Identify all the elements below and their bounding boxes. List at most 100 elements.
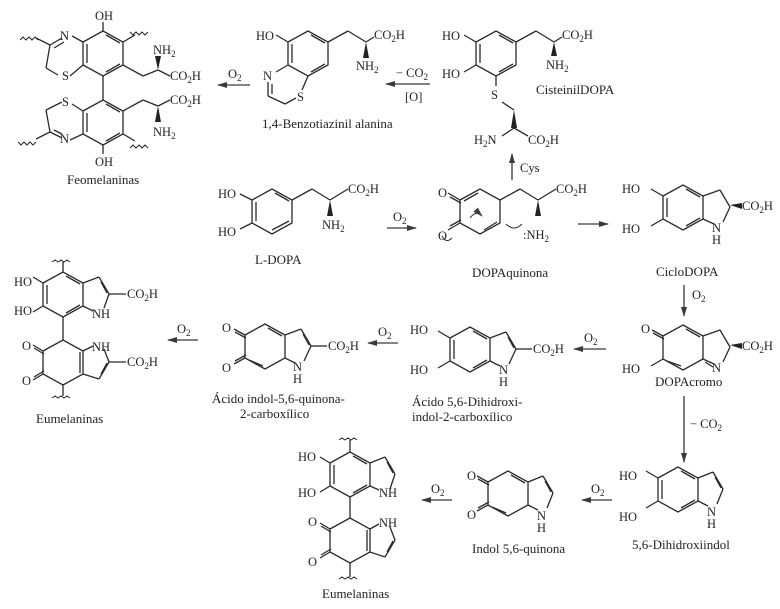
atom-n: N <box>712 221 721 235</box>
subscript: 2 <box>340 224 345 234</box>
atom-nh: NH <box>92 340 110 354</box>
atom-co: CO <box>348 182 365 196</box>
dopaquinona-structure: O O CO2H :NH2 <box>438 182 587 244</box>
svg-text:CO2H: CO2H <box>562 28 593 44</box>
label-iqca-line2: 2-carboxílico <box>240 406 309 421</box>
label-indolquinona: Indol 5,6-quinona <box>472 541 565 556</box>
svg-text:NH2: NH2 <box>546 58 569 74</box>
reagent-cys: Cys <box>520 161 540 175</box>
atom-ho: HO <box>14 275 32 289</box>
atom-ho: HO <box>410 323 428 337</box>
label-eumelaninas-bottom: Eumelaninas <box>322 586 389 601</box>
atom-n: N <box>263 69 272 83</box>
atom-ho: HO <box>298 450 316 464</box>
atom-n: N <box>60 29 69 43</box>
svg-text:CO2H: CO2H <box>170 69 201 85</box>
atom-o: O <box>467 469 476 483</box>
svg-text:CO2H: CO2H <box>127 287 158 303</box>
reagent-o2: O2 <box>177 322 191 338</box>
atom-s: S <box>491 88 498 102</box>
atom-ho: HO <box>218 225 236 239</box>
atom-o: O <box>308 555 317 569</box>
dopacromo-structure: O HO N CO2H <box>622 322 773 376</box>
atom-ho: HO <box>218 187 236 201</box>
label-dhica-line2: indol-2-carboxílico <box>412 409 512 424</box>
atom-ho: HO <box>622 182 640 196</box>
svg-text:NH2: NH2 <box>356 59 379 75</box>
reagent-o2: O2 <box>591 482 605 498</box>
svg-text:CO2H: CO2H <box>328 339 359 355</box>
feomelaninas-structure: OH N S S N OH NH2 CO2H CO2H NH2 <box>17 9 201 169</box>
label-iqca-line1: Ácido indol-5,6-quinona- <box>212 391 345 406</box>
iqca-structure: O O N H CO2H <box>222 321 359 386</box>
atom-o: O <box>22 339 31 353</box>
atom-ho: HO <box>622 222 640 236</box>
atom-ho: HO <box>410 363 428 377</box>
svg-text:CO2H: CO2H <box>348 182 379 198</box>
benzotiazinil-structure: HO N S CO2H NH2 <box>256 28 405 105</box>
atom-nh: NH <box>322 218 340 232</box>
atom-nh: NH <box>92 307 110 321</box>
atom-o: O <box>467 508 476 522</box>
atom-ho: HO <box>442 67 460 81</box>
atom-co: CO <box>556 182 573 196</box>
cisteinildopa-structure: HO HO S CO2H NH2 H2N CO2H <box>442 28 593 149</box>
atom-n: N <box>293 360 302 374</box>
atom-s: S <box>297 90 304 104</box>
atom-nh: NH <box>379 516 397 530</box>
dhica-structure: HO HO N H CO2H <box>410 323 564 389</box>
reagent-oxidation: [O] <box>405 90 422 104</box>
svg-text:NH2: NH2 <box>153 43 176 59</box>
svg-text:CO2H: CO2H <box>742 339 773 355</box>
atom-s: S <box>62 95 69 109</box>
svg-text:CO2H: CO2H <box>170 93 201 109</box>
atom-n: N <box>499 363 508 377</box>
svg-text::NH2: :NH2 <box>523 228 549 244</box>
indolquinona-structure: O O N H <box>467 469 554 535</box>
svg-text:NH2: NH2 <box>153 125 176 141</box>
atom-o: O <box>22 374 31 388</box>
atom-nh2-lone-pair: :NH <box>523 228 545 242</box>
atom-ho: HO <box>14 304 32 318</box>
atom-ho: HO <box>256 29 274 43</box>
atom-n: N <box>537 509 546 523</box>
atom-oh: OH <box>95 9 113 23</box>
atom-h: H <box>293 372 302 386</box>
svg-text:CO2H: CO2H <box>127 355 158 371</box>
svg-text:CO2H: CO2H <box>374 28 405 44</box>
svg-text:CO2H: CO2H <box>742 199 773 215</box>
reagent-o2: O2 <box>393 210 407 226</box>
label-cisteinildopa: CisteinilDOPA <box>536 82 615 97</box>
label-ciclodopa: CicloDOPA <box>656 264 719 279</box>
label-feomelaninas: Feomelaninas <box>67 172 139 187</box>
atom-o: O <box>222 361 231 375</box>
label-benzotiazinil-alanina: 1,4-Benzotiazinil alanina <box>262 116 393 131</box>
reagent-minus-co2: − CO2 <box>396 66 428 82</box>
atom-o: O <box>641 322 650 336</box>
dhi-structure: HO HO N H <box>619 466 724 531</box>
eumelaninas-bottom-structure: HO HO NH NH O O <box>298 437 397 580</box>
atom-ho: HO <box>619 510 637 524</box>
atom-h: H <box>370 182 379 196</box>
svg-text:NH2: NH2 <box>322 218 345 234</box>
atom-ho: HO <box>622 362 640 376</box>
reagent-o2: O2 <box>584 331 598 347</box>
atom-h: H <box>499 375 508 389</box>
label-dopacromo: DOPAcromo <box>655 374 722 389</box>
reagent-o2: O2 <box>228 67 242 83</box>
atom-h: H <box>537 521 546 535</box>
atom-ho: HO <box>619 469 637 483</box>
label-dhica-line1: Ácido 5,6-Dihidroxi- <box>412 394 522 409</box>
atom-n: N <box>712 361 721 375</box>
reagent-o2: O2 <box>378 325 392 341</box>
svg-text:CO2H: CO2H <box>556 182 587 198</box>
eumelaninas-top-structure: HO HO NH NH O O CO2H CO2H <box>14 259 158 399</box>
atom-n: N <box>707 505 716 519</box>
svg-text:H2N: H2N <box>474 133 497 149</box>
atom-o: O <box>438 229 447 243</box>
reagent-minus-co2: − CO2 <box>690 417 722 433</box>
label-l-dopa: L-DOPA <box>255 252 302 267</box>
atom-h: H <box>707 517 716 531</box>
label-dopaquinona: DOPAquinona <box>472 265 548 280</box>
